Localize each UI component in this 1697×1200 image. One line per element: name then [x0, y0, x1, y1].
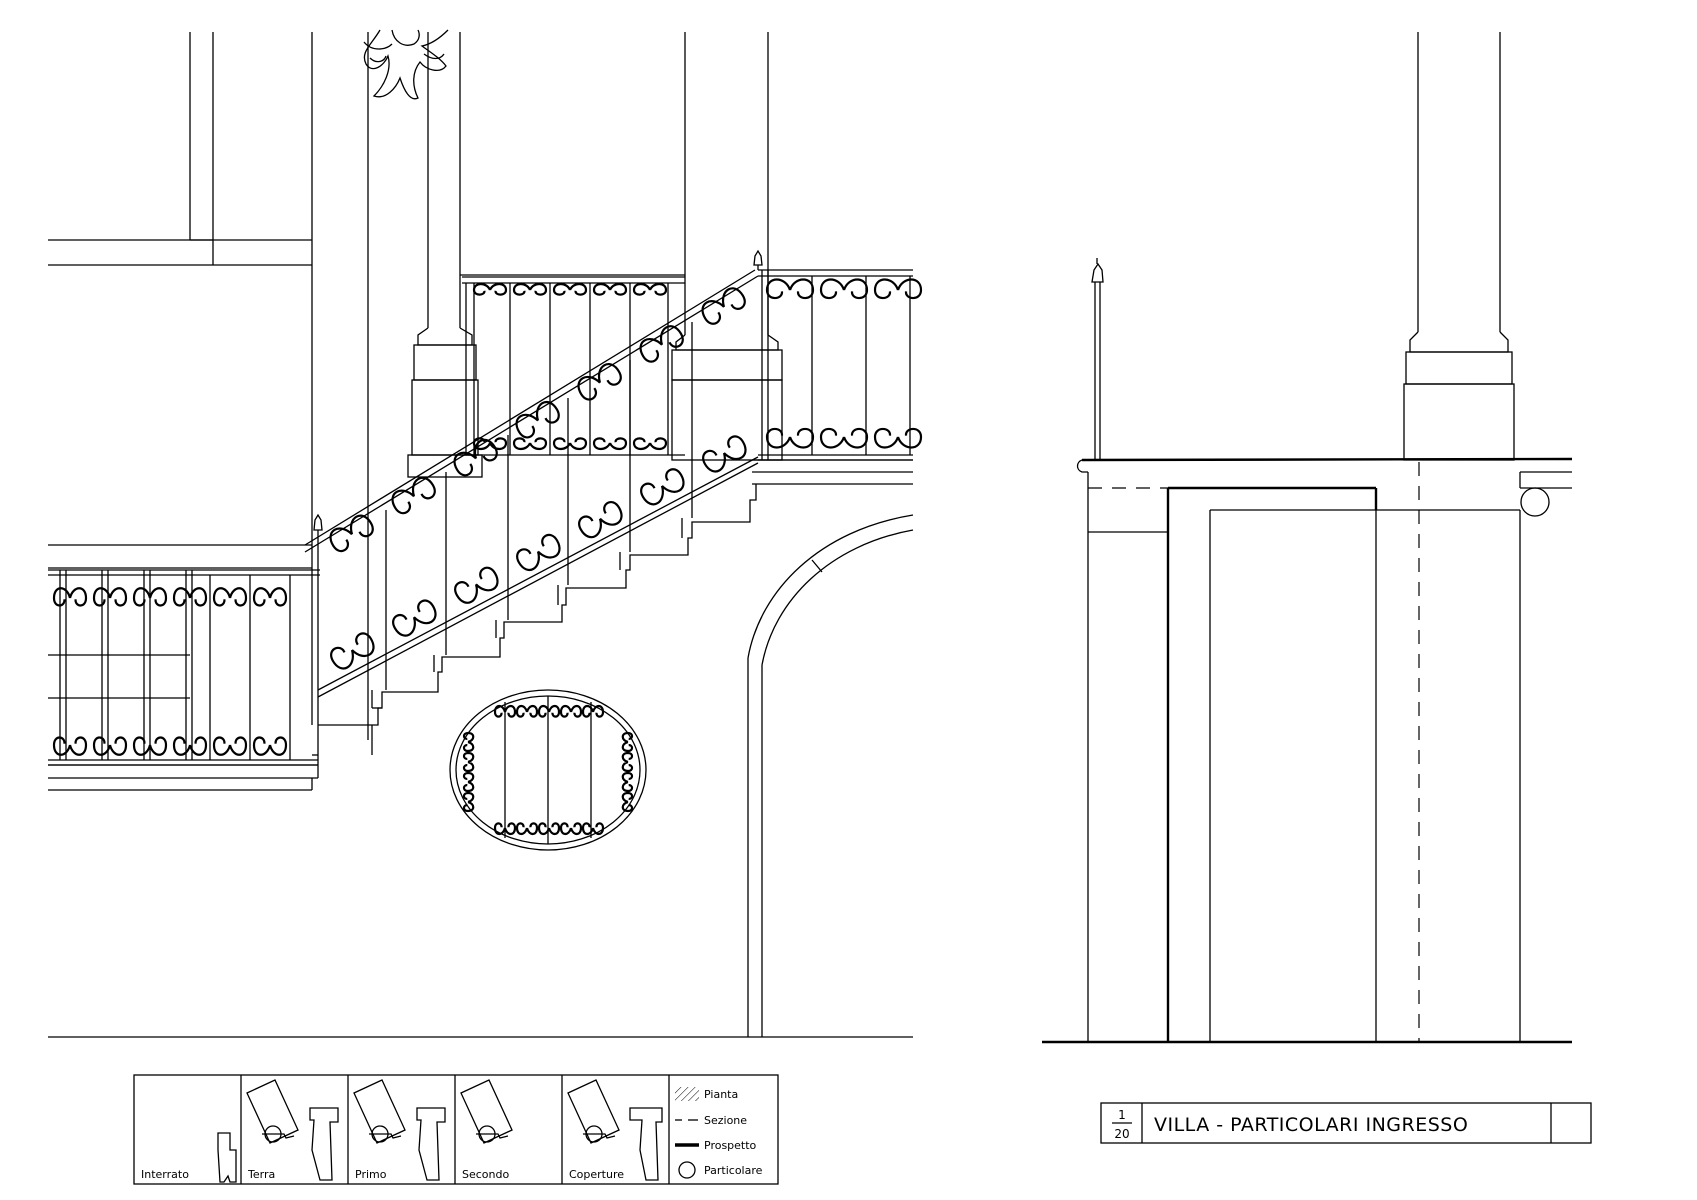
- oval-window-grille: [449, 689, 647, 851]
- railing-scroll-ornament: [592, 437, 628, 451]
- section-column: [1403, 32, 1515, 461]
- railing-scroll-ornament: [639, 325, 684, 363]
- railing-scroll-ornament: [252, 736, 288, 756]
- railing-scroll-ornament: [873, 278, 923, 300]
- railing-scroll-ornament: [52, 587, 88, 607]
- railing-scroll-ornament: [765, 278, 815, 300]
- railing-scroll-ornament: [516, 533, 561, 572]
- railing-scroll-ornament: [819, 427, 869, 449]
- railing-scroll-ornament: [632, 282, 668, 296]
- stair-railing: [304, 269, 759, 725]
- railing-scroll-ornament: [621, 791, 634, 813]
- railing-scroll-ornament: [559, 704, 583, 718]
- railing-scroll-ornament: [52, 736, 88, 756]
- railing-scroll-ornament: [621, 751, 634, 773]
- railing-scroll-ornament: [702, 435, 747, 473]
- railing-scroll-ornament: [392, 599, 437, 637]
- railing-scroll-ornament: [632, 437, 668, 451]
- rosette-ornament: [363, 29, 449, 100]
- title-block: 1 20 VILLA - PARTICOLARI INGRESSO: [1100, 1102, 1592, 1144]
- railing-scroll-ornament: [172, 587, 208, 607]
- railing-scroll-ornament: [621, 771, 634, 793]
- legend-key-label: Pianta: [704, 1088, 738, 1101]
- drawing-title: VILLA - PARTICOLARI INGRESSO: [1154, 1114, 1468, 1136]
- floor-legend: Interrato Terra Primo Secondo Coperture …: [133, 1074, 779, 1185]
- railing-scroll-ornament: [765, 427, 815, 449]
- railing-scroll-ornament: [462, 731, 475, 753]
- railing-scroll-ornament: [559, 822, 583, 836]
- legend-floor-label: Terra: [247, 1168, 275, 1181]
- railing-scroll-ornament: [819, 278, 869, 300]
- railing-scroll-ornament: [391, 476, 436, 515]
- balustrade-lower-left: [48, 569, 320, 766]
- railing-scroll-ornament: [462, 751, 475, 773]
- railing-scroll-ornament: [577, 363, 622, 401]
- left-elevation-view: [48, 29, 923, 1038]
- railing-scroll-ornament: [515, 400, 560, 439]
- right-section-view: [1042, 32, 1573, 1044]
- keyplan-secondo-icon: [460, 1079, 513, 1144]
- railing-scroll-ornament: [515, 704, 539, 718]
- railing-scroll-ornament: [621, 731, 634, 753]
- railing-scroll-ornament: [92, 736, 128, 756]
- railing-scroll-ornament: [252, 587, 288, 607]
- door-frame: [1166, 486, 1521, 1042]
- railing-scroll-ornament: [330, 632, 375, 670]
- hatch-symbol-icon: [675, 1087, 699, 1101]
- legend-floor-label: Primo: [355, 1168, 387, 1181]
- railing-scroll-ornament: [512, 282, 548, 296]
- railing-scroll-ornament: [454, 566, 499, 604]
- scale-numerator: 1: [1118, 1108, 1126, 1122]
- railing-scroll-ornament: [512, 437, 548, 451]
- railing-scroll-ornament: [212, 587, 248, 607]
- railing-scroll-ornament: [552, 437, 588, 451]
- railing-scroll-ornament: [592, 282, 628, 296]
- keyplan-interrato-icon: [217, 1132, 237, 1183]
- railing-scroll-ornament: [552, 282, 588, 296]
- railing-scroll-ornament: [701, 287, 746, 325]
- stair-steps: [311, 484, 757, 755]
- column: [367, 32, 483, 740]
- legend-key-label: Prospetto: [704, 1139, 757, 1152]
- railing-scroll-ornament: [472, 282, 508, 296]
- lamp-post: [1091, 258, 1104, 460]
- finial-left: [313, 513, 323, 545]
- balustrade-landing: [758, 269, 923, 461]
- lower-wall: [48, 544, 319, 791]
- keyplan-primo-icon: [353, 1079, 446, 1181]
- keyplan-coperture-icon: [567, 1079, 663, 1181]
- railing-scroll-ornament: [873, 427, 923, 449]
- finial-top: [753, 249, 763, 270]
- circle-symbol-icon: [678, 1161, 696, 1179]
- railing-scroll-ornament: [493, 704, 517, 718]
- railing-scroll-ornament: [537, 704, 561, 718]
- railing-scroll-ornament: [462, 771, 475, 793]
- legend-key-label: Particolare: [704, 1164, 763, 1177]
- railing-scroll-ornament: [329, 514, 374, 553]
- railing-scroll-ornament: [172, 736, 208, 756]
- legend-key-label: Sezione: [704, 1114, 747, 1127]
- railing-scroll-ornament: [132, 587, 168, 607]
- railing-scroll-ornament: [578, 501, 623, 539]
- legend-floor-label: Interrato: [141, 1168, 189, 1181]
- railing-scroll-ornament: [537, 822, 561, 836]
- railing-scroll-ornament: [515, 822, 539, 836]
- scale-denominator: 20: [1114, 1127, 1129, 1141]
- railing-scroll-ornament: [92, 587, 128, 607]
- railing-scroll-ornament: [453, 438, 498, 477]
- legend-floor-label: Coperture: [569, 1168, 624, 1181]
- keyplan-terra-icon: [246, 1079, 339, 1181]
- railing-scroll-ornament: [462, 791, 475, 813]
- arched-opening: [747, 514, 914, 1037]
- railing-scroll-ornament: [581, 704, 605, 718]
- landing-slab: [1076, 457, 1573, 1042]
- railing-scroll-ornament: [493, 822, 517, 836]
- railing-scroll-ornament: [212, 736, 248, 756]
- legend-floor-label: Secondo: [462, 1168, 509, 1181]
- railing-scroll-ornament: [640, 468, 685, 506]
- railing-scroll-ornament: [132, 736, 168, 756]
- wall-panel: [48, 32, 313, 545]
- railing-scroll-ornament: [581, 822, 605, 836]
